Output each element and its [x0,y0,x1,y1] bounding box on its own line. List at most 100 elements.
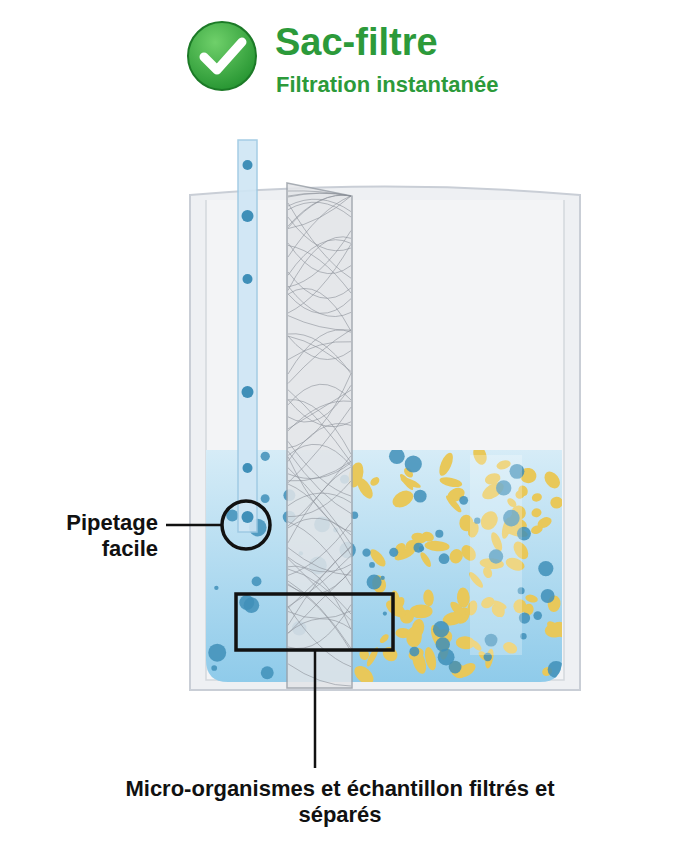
mesh-fiber [288,245,351,293]
sample-particle [367,547,388,569]
micro-organism [538,561,553,576]
micro-organism [252,576,262,586]
pipette [238,140,257,532]
micro-organism [242,386,254,398]
micro-organism [383,612,387,616]
check-icon [188,22,256,90]
micro-organism [438,649,455,666]
mesh-fiber [288,288,351,331]
micro-organism [389,448,405,464]
micro-organism [433,621,449,637]
micro-organism [242,511,254,523]
mesh-fiber [288,217,351,251]
micro-organism [261,494,270,503]
title: Sac-filtre [275,20,438,66]
micro-organism [413,543,423,553]
mesh-fiber [288,384,351,405]
filter-mesh [287,183,352,688]
sample-particle [437,451,456,478]
sample-particle [351,662,377,687]
mesh-fiber [288,373,351,448]
micro-organism [367,574,382,589]
mesh-fiber [288,196,351,257]
mesh-fiber [288,342,351,360]
micro-organism [208,644,226,662]
mesh-fiber [288,385,351,422]
mesh-fiber [288,481,351,517]
mesh-fiber [288,203,351,278]
sample-particle [399,476,422,490]
sample-particle [545,619,568,640]
micro-organism [541,589,555,603]
mesh-fiber [288,272,351,298]
micro-organism [459,496,468,505]
mesh-fiber [288,401,351,431]
mesh-fiber [288,316,351,331]
micro-organism [261,452,270,461]
sample-particle [380,644,400,664]
micro-organism [369,562,375,568]
micro-organism [214,586,218,590]
micro-organism [243,274,253,284]
mesh-fiber [288,390,351,429]
mesh-fiber [288,336,351,371]
sample-particle [407,646,426,663]
sample-particle [541,469,563,492]
mesh-fiber [288,463,351,479]
micro-organism [242,210,254,222]
micro-organism [243,160,253,170]
mesh-fiber [288,423,351,461]
mesh-fiber [288,444,351,465]
sample-particle [531,492,543,503]
mesh-fiber [288,619,351,633]
micro-organism [409,647,419,657]
micro-organism [261,666,274,679]
mesh-fiber [288,559,351,621]
mesh-fiber [288,330,351,374]
micro-organism [362,548,370,556]
micro-organism [419,546,424,551]
mesh-fiber [288,195,351,226]
sample-particle [439,475,463,488]
mesh-fiber [288,556,351,607]
mesh-fiber [288,390,351,463]
callout-box [236,594,393,650]
mesh-fiber [288,522,351,586]
bag-reflection [470,455,522,655]
mesh-fiber [288,400,351,427]
callout-label: Micro-organismes et échantillon filtrés … [110,776,570,829]
mesh-fiber [288,664,351,686]
sample-particle [447,547,465,565]
mesh-fiber [288,244,351,313]
mesh-fiber [288,547,351,625]
sample-particle [550,496,563,509]
leader-line [166,524,222,527]
mesh-fiber [288,336,351,359]
micro-organism [435,530,443,538]
mesh-fiber [288,461,351,481]
mesh-fiber [288,468,351,544]
sample-particle [424,540,450,552]
mesh-fiber [288,334,351,374]
sample-particle [390,487,417,511]
sample-particle [444,494,463,514]
sample-particle [530,507,542,519]
mesh-fiber [288,400,351,455]
micro-organism [211,665,217,671]
micro-organism [244,597,260,613]
mesh-fiber [288,581,351,648]
sample-particle [378,633,390,645]
callout-circle [222,501,270,549]
mesh-fiber [288,611,351,618]
micro-organism [380,576,384,580]
mesh-fiber [288,518,351,535]
mesh-fiber [288,566,351,629]
mesh-fiber [288,286,351,316]
micro-organism [414,490,427,503]
subtitle: Filtration instantanée [276,72,498,98]
micro-organism [405,455,422,472]
micro-organism [389,548,398,557]
sample-particle [418,551,433,569]
sample-particle [423,589,435,607]
mesh-fiber [288,467,351,543]
